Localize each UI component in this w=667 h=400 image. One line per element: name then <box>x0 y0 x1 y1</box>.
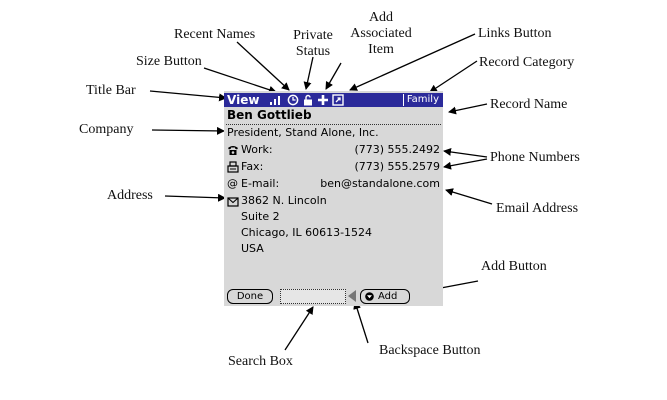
link-icon[interactable] <box>332 94 344 106</box>
title-view-label[interactable]: View <box>227 93 260 107</box>
arrow-record-category <box>429 60 478 93</box>
callout-record-name: Record Name <box>490 97 568 112</box>
arrow-title-bar <box>149 90 227 102</box>
envelope-icon <box>227 197 239 207</box>
work-label: Work: <box>241 143 273 156</box>
fax-value[interactable]: (773) 555.2579 <box>354 160 440 173</box>
arrow-phone-work <box>443 148 488 158</box>
callout-links-button: Links Button <box>478 26 552 41</box>
clock-icon[interactable] <box>287 94 299 106</box>
company-row: President, Stand Alone, Inc. <box>227 126 440 140</box>
arrow-recent-names <box>236 41 290 91</box>
arrow-backspace <box>353 301 369 344</box>
palm-screen: View Family Ben Gottlieb President, Stan… <box>224 91 443 306</box>
fax-row: Fax: (773) 555.2579 <box>227 160 440 174</box>
phone-icon <box>228 146 238 155</box>
callout-search-box: Search Box <box>228 354 293 369</box>
callout-record-category: Record Category <box>479 55 575 70</box>
email-value[interactable]: ben@standalone.com <box>320 177 440 190</box>
add-button[interactable]: Add <box>360 289 410 304</box>
search-input[interactable] <box>280 289 346 304</box>
fax-label: Fax: <box>241 160 264 173</box>
arrow-search-box <box>284 306 314 351</box>
callout-add-associated-item: Add Associated Item <box>343 10 419 58</box>
email-row: @ E-mail: ben@standalone.com <box>227 177 440 191</box>
title-bar: View Family <box>224 93 443 107</box>
callout-phone-numbers: Phone Numbers <box>490 150 580 165</box>
arrow-address <box>164 193 226 202</box>
work-phone-row: Work: (773) 555.2492 <box>227 143 440 157</box>
callout-add-line1: Add <box>368 10 394 25</box>
callout-address: Address <box>107 188 153 203</box>
done-button[interactable]: Done <box>227 289 273 304</box>
callout-add-line2: Associated <box>350 26 412 41</box>
arrow-email <box>445 188 493 205</box>
at-icon: @ <box>227 177 238 190</box>
address-line-3: Chicago, IL 60613-1524 <box>241 226 373 239</box>
callout-title-bar: Title Bar <box>86 83 136 98</box>
company-text: President, Stand Alone, Inc. <box>227 126 379 139</box>
address-line-4: USA <box>241 242 264 255</box>
arrow-company <box>151 126 225 135</box>
size-icon[interactable] <box>269 94 281 106</box>
callout-private-status-line2: Status <box>295 44 331 59</box>
record-name: Ben Gottlieb <box>227 108 312 122</box>
work-value[interactable]: (773) 555.2492 <box>354 143 440 156</box>
dropdown-triangle-icon <box>365 292 374 301</box>
callout-backspace-button: Backspace Button <box>379 343 481 358</box>
callout-email-address: Email Address <box>496 201 579 216</box>
arrow-phone-fax <box>443 158 488 170</box>
callout-private-status-line1: Private <box>293 28 333 43</box>
callout-size-button: Size Button <box>136 54 202 69</box>
plus-icon[interactable] <box>317 94 329 106</box>
record-category[interactable]: Family <box>402 94 442 106</box>
callout-recent-names: Recent Names <box>174 27 256 42</box>
callout-private-status: Private Status <box>288 28 338 60</box>
callout-add-button: Add Button <box>481 259 547 274</box>
address-line-1: 3862 N. Lincoln <box>241 194 327 207</box>
record-divider <box>226 124 441 125</box>
callout-company: Company <box>79 122 134 137</box>
lock-icon[interactable] <box>302 94 314 106</box>
add-button-label: Add <box>378 291 398 302</box>
address-line-2: Suite 2 <box>241 210 280 223</box>
fax-icon <box>227 161 239 173</box>
arrow-size-button <box>203 67 277 94</box>
arrow-add-associated <box>325 62 342 90</box>
backspace-icon[interactable] <box>348 290 356 302</box>
callout-add-line3: Item <box>368 42 394 57</box>
arrow-record-name <box>448 103 488 115</box>
arrow-private-status <box>303 56 314 90</box>
email-label: E-mail: <box>241 177 280 190</box>
